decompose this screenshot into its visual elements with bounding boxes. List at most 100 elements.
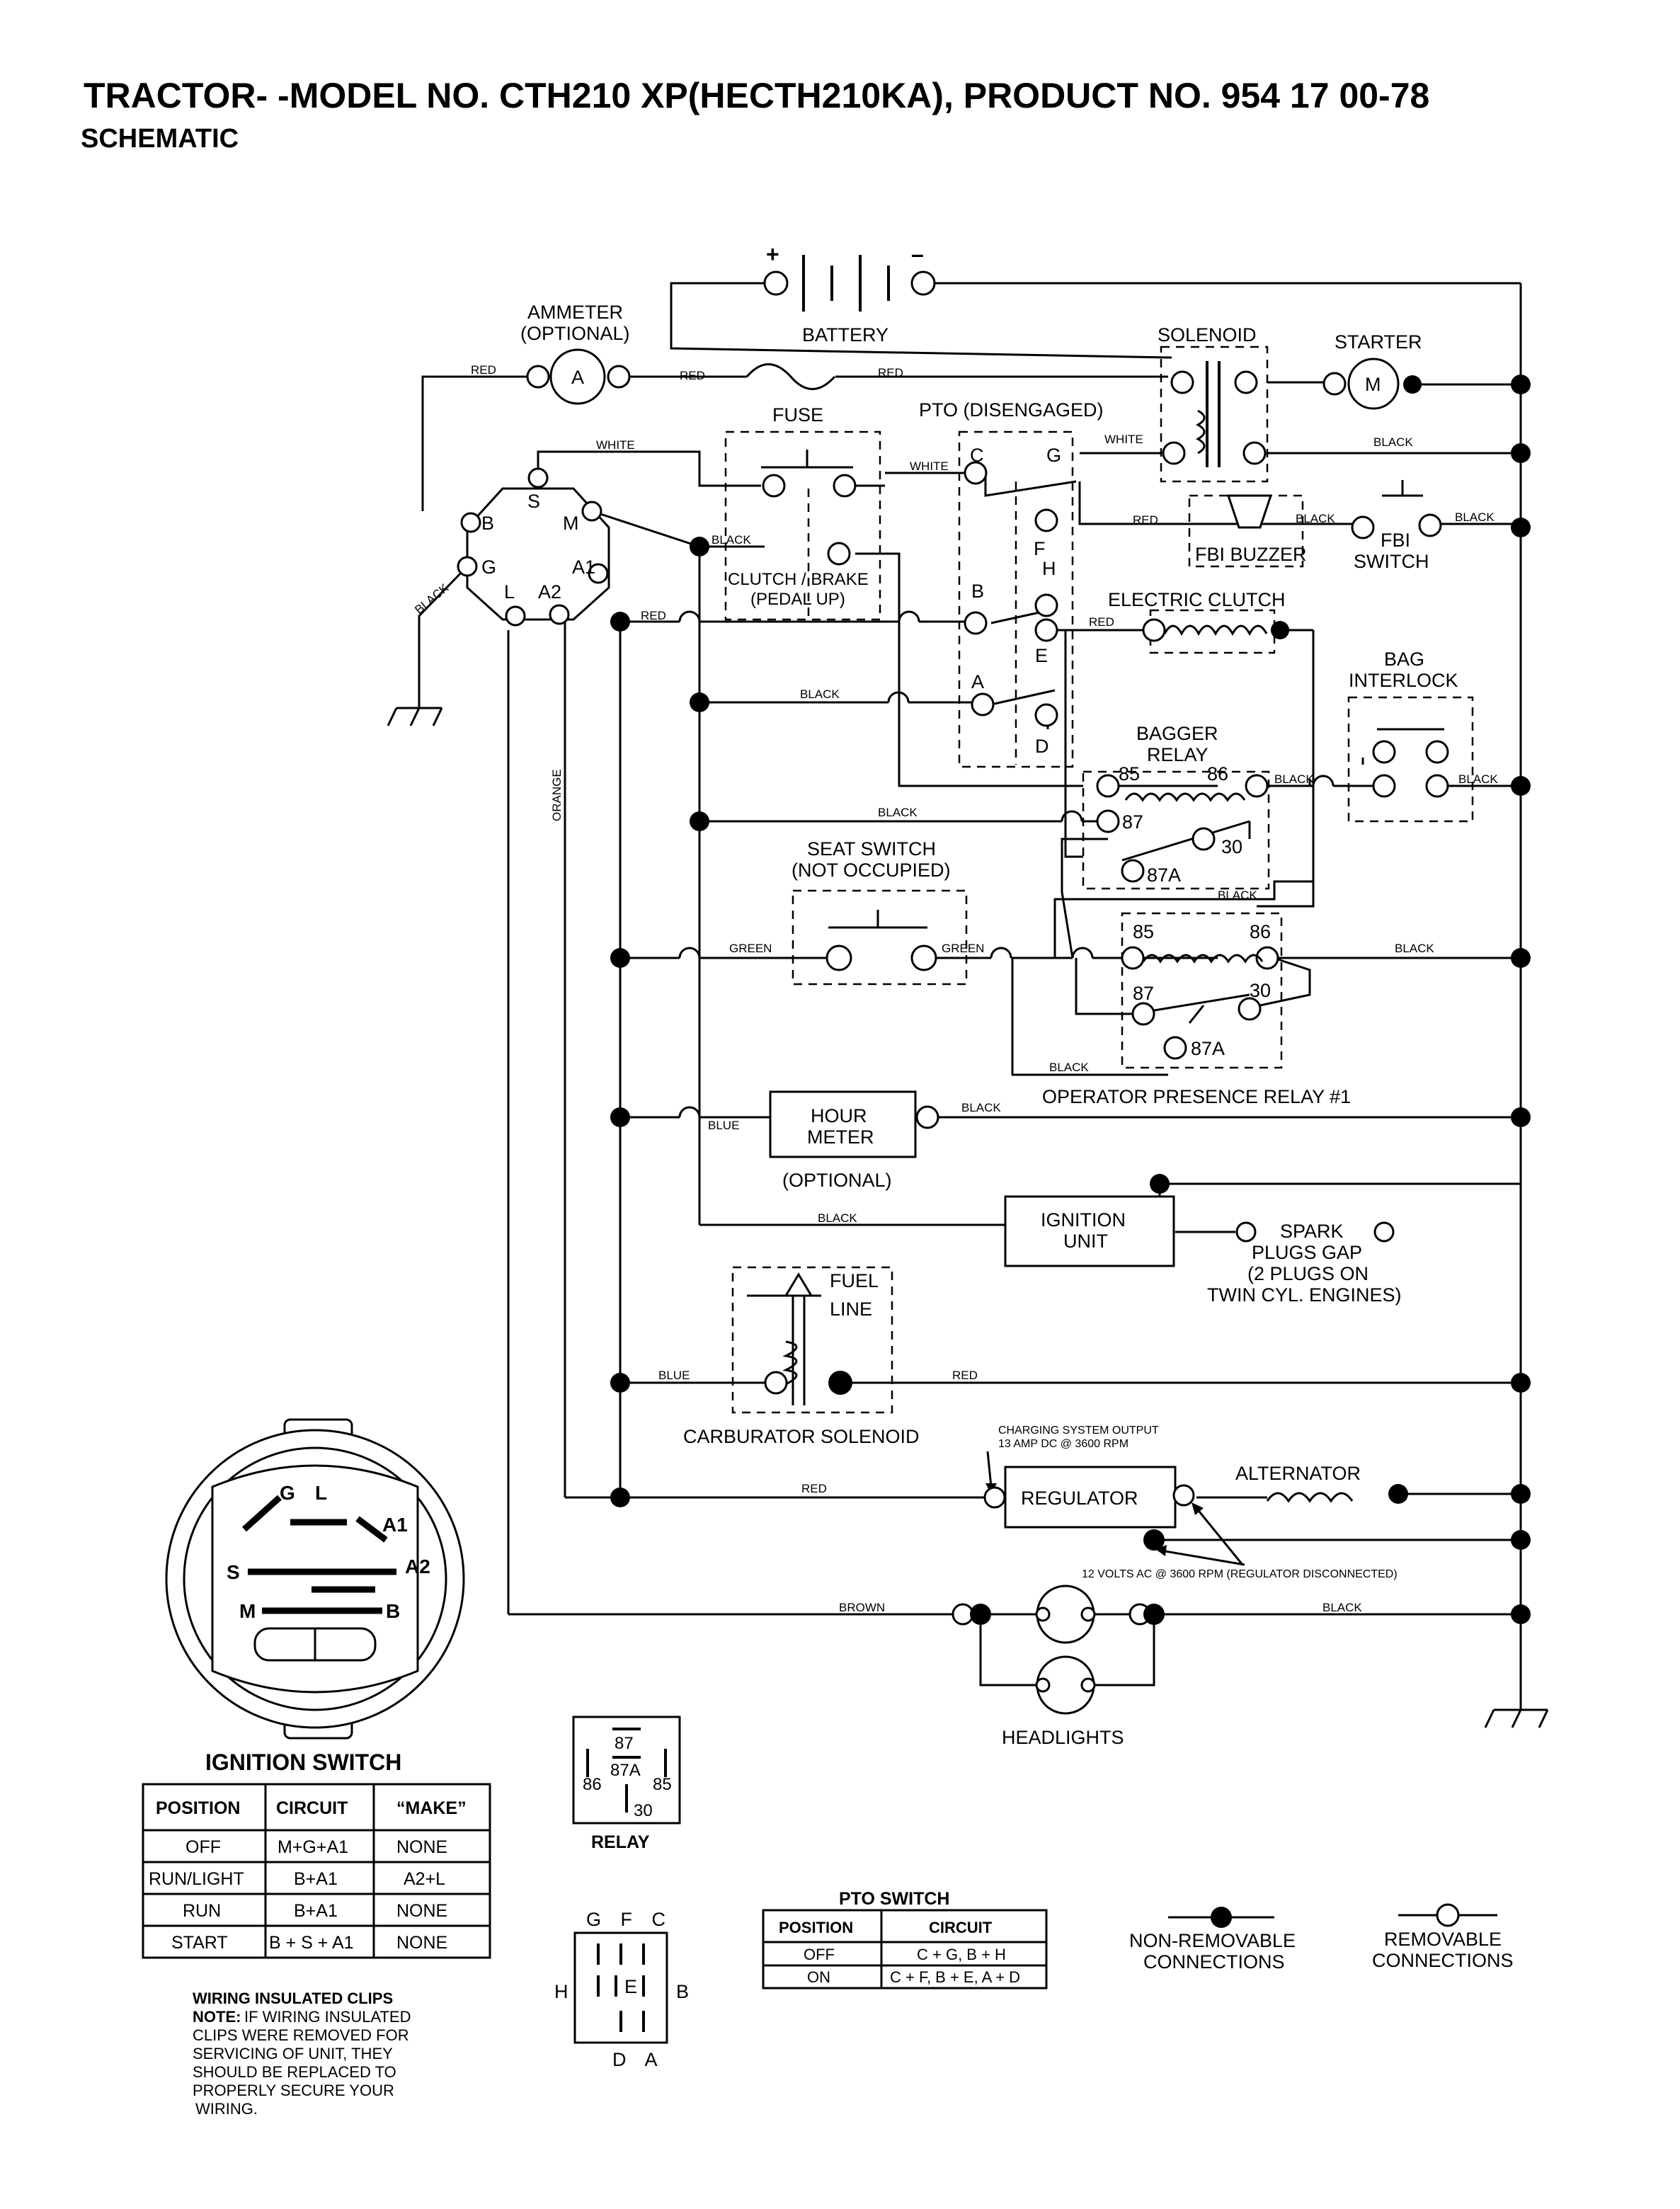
wire-label-white-1: WHITE [596,438,635,452]
note-line-1: IF WIRING INSULATED [244,2008,411,2026]
fbi-switch-sub: SWITCH [1354,551,1429,572]
clutch-brake-switch: CLUTCH / BRAKE (PEDAL UP) [728,450,869,609]
pto-terminal-g: G [1046,445,1061,466]
wire-label-brown: BROWN [839,1601,885,1614]
ignition-switch-face: G L A1 A2 S M B [165,1418,465,1740]
starter-label: STARTER [1335,331,1422,353]
pto-terminal-h: H [1042,558,1056,579]
pto-row-1-position: OFF [804,1946,835,1963]
wire-label-white-3: WHITE [1104,433,1143,446]
pto-key-center: E [624,1976,637,1997]
relay-key-caption: RELAY [591,1832,650,1852]
spark-plugs-engine: TWIN CYL. ENGINES) [1207,1284,1402,1306]
ignition-terminal-a1: A1 [572,556,595,578]
pto-row-2-position: ON [807,1968,830,1986]
ignition-row-2-make: A2+L [404,1869,445,1889]
note-line-3: SERVICING OF UNIT, THEY [193,2045,393,2062]
relay-key-87: 87 [615,1734,634,1753]
ignition-switch-terminals: S M B G A1 L A2 [457,467,610,627]
wire-label-black-7: BLACK [1274,772,1314,786]
ignition-header-position: POSITION [156,1798,240,1818]
relay-key-87a: 87A [610,1761,641,1780]
wire-label-black-1: BLACK [1373,435,1413,449]
pto-table-title: PTO SWITCH [839,1889,949,1909]
bagger-relay-87a: 87A [1147,864,1181,886]
page-subtitle: SCHEMATIC [81,124,239,154]
bagger-relay-86: 86 [1207,763,1228,784]
ignition-row-3-circuit: B+A1 [294,1901,338,1921]
wire-label-black-6: BLACK [878,806,918,819]
ignition-face-a2: A2 [405,1556,430,1577]
spark-plugs-gap: PLUGS GAP [1252,1242,1362,1263]
pto-row-2-circuit: C + F, B + E, A + D [890,1968,1020,1986]
solenoid: SOLENOID [1158,324,1267,467]
operator-presence-relay: 85 86 87 30 87A OPERATOR PRESENCE RELAY … [1042,921,1351,1107]
bag-interlock-sub: INTERLOCK [1349,670,1458,691]
ammeter-label: AMMETER [527,302,623,323]
wire-label-black-11: BLACK [1049,1061,1089,1074]
ignition-terminal-m: M [563,513,579,534]
starter-symbol: M [1365,374,1381,395]
wire-label-red-1: RED [471,363,496,377]
ignition-terminal-a2: A2 [538,581,561,603]
hour-meter: HOUR METER (OPTIONAL) [769,1090,939,1191]
fuse-label: FUSE [772,404,823,426]
op-relay-87: 87 [1133,983,1154,1004]
alternator-label: ALTERNATOR [1235,1463,1361,1484]
pto-header-circuit: CIRCUIT [929,1919,993,1936]
relay-key-86: 86 [583,1775,602,1794]
wire-label-black-13: BLACK [818,1211,857,1225]
seat-switch-sub: (NOT OCCUPIED) [792,860,951,881]
wire-label-red-8: RED [801,1482,827,1495]
ignition-terminal-g: G [481,556,496,578]
note-line-4: SHOULD BE REPLACED TO [193,2063,396,2081]
fbi-switch-label: FBI [1381,530,1410,551]
ammeter: A AMMETER (OPTIONAL) [520,302,631,405]
pto-terminal-c: C [970,445,984,466]
ammeter-symbol: A [571,367,584,388]
ignition-row-3-make: NONE [396,1901,447,1921]
wire-label-black-ground: BLACK [412,581,451,617]
fbi-buzzer: FBI BUZZER [1195,494,1307,565]
pto-switch-table: PTO SWITCH POSITION CIRCUIT OFF C + G, B… [762,1889,1048,1990]
pto-key-top: G F C [586,1909,673,1930]
bag-interlock: BAG INTERLOCK [1349,649,1458,798]
ignition-row-4-position: START [171,1933,228,1953]
spark-plugs-label: SPARK [1280,1221,1344,1242]
hour-meter-label: HOUR [811,1105,867,1126]
hour-meter-sub: METER [807,1126,874,1148]
pto-terminal-a: A [971,671,984,692]
ignition-face-g: G [280,1482,295,1504]
page-title: TRACTOR- -MODEL NO. CTH210 XP(HECTH210KA… [84,76,1429,115]
ignition-row-1-make: NONE [396,1837,447,1857]
battery-plus: + [766,241,779,267]
ignition-face-m: M [239,1600,256,1622]
fuse: FUSE [745,363,836,426]
wire-label-black-9: BLACK [1218,889,1257,902]
pto-connector-key: G F C H B E D A [554,1909,689,2070]
wire-label-black-14: BLACK [1322,1601,1362,1614]
charging-output-label: CHARGING SYSTEM OUTPUT [998,1425,1159,1437]
hour-meter-optional: (OPTIONAL) [782,1170,892,1191]
wire-label-red-2: RED [680,369,705,382]
regulator-label: REGULATOR [1021,1488,1138,1509]
ignition-unit: IGNITION UNIT SPARK PLUGS GAP (2 PLUGS O… [1004,1195,1402,1306]
ignition-row-1-circuit: M+G+A1 [278,1837,348,1857]
wire-label-red-7: RED [952,1369,978,1382]
non-removable-junctions [610,375,1531,1624]
pto-row-1-circuit: C + G, B + H [917,1946,1006,1963]
pto-terminal-f: F [1034,538,1046,559]
electric-clutch-label: ELECTRIC CLUTCH [1108,589,1286,610]
legend-removable-sub: CONNECTIONS [1372,1950,1514,1971]
note-line-6: WIRING. [195,2100,258,2118]
fbi-switch: FBI SWITCH [1351,513,1442,572]
wire-label-red-3: RED [878,366,903,379]
legend-removable: REMOVABLE [1384,1929,1502,1950]
pto-terminal-b: B [971,581,984,602]
bag-interlock-label: BAG [1384,649,1424,670]
bagger-relay: BAGGER RELAY 85 86 87 30 87A [1096,723,1269,886]
wire-label-black-12: BLACK [961,1101,1001,1114]
ignition-table-title: IGNITION SWITCH [205,1749,401,1775]
wire-label-black-4: BLACK [1455,510,1495,524]
starter-motor: M STARTER [1322,331,1422,410]
